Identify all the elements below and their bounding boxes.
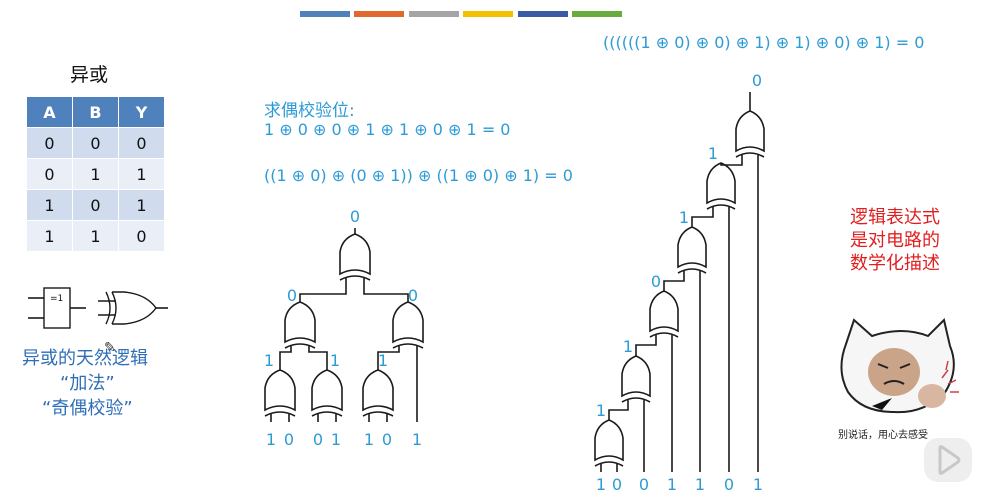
parity-expression-tree: ((1 ⊕ 0) ⊕ (0 ⊕ 1)) ⊕ ((1 ⊕ 0) ⊕ 1) = 0 xyxy=(264,166,573,185)
xor-gate xyxy=(594,419,624,467)
xor-gate xyxy=(735,110,765,158)
table-header: B xyxy=(72,96,119,128)
signal-label: 1 xyxy=(412,430,422,449)
ieee-xor-symbol: =1 xyxy=(28,287,86,329)
wire xyxy=(377,346,400,370)
parity-expression-flat: 1 ⊕ 0 ⊕ 0 ⊕ 1 ⊕ 1 ⊕ 0 ⊕ 1 = 0 xyxy=(264,120,511,139)
signal-label: 1 xyxy=(679,208,689,227)
xor-gate xyxy=(339,233,371,281)
xor-title: 异或 xyxy=(70,64,109,86)
wire xyxy=(635,335,657,356)
ansi-xor-symbol xyxy=(98,291,168,325)
table-header: A xyxy=(26,96,73,128)
note-line-2: 是对电路的 xyxy=(850,230,940,251)
table-cell: 1 xyxy=(72,220,119,252)
caption-line-2: “加法” xyxy=(60,373,115,394)
color-segment xyxy=(463,11,513,17)
color-segment xyxy=(300,11,350,17)
ieee-symbol-label: =1 xyxy=(50,294,63,304)
xor-gate xyxy=(362,369,394,417)
parity-expression-chain: ((((((1 ⊕ 0) ⊕ 0) ⊕ 1) ⊕ 1) ⊕ 0) ⊕ 1) = … xyxy=(603,33,925,52)
table-cell: 0 xyxy=(118,220,165,252)
xor-caption: 异或的天然逻辑 “加法” “奇偶校验” xyxy=(22,346,202,421)
signal-label: 0 xyxy=(382,430,392,449)
xor-gate xyxy=(649,290,679,338)
signal-label: 0 xyxy=(752,71,762,90)
signal-label: 0 xyxy=(408,286,418,305)
signal-label: 0 xyxy=(639,475,649,494)
signal-label: 1 xyxy=(695,475,705,494)
table-cell: 0 xyxy=(26,158,73,190)
table-row: 0 1 1 xyxy=(26,158,165,190)
table-header: Y xyxy=(118,96,165,128)
signal-label: 1 xyxy=(708,144,718,163)
signal-label: 1 xyxy=(264,351,274,370)
signal-label: 1 xyxy=(266,430,276,449)
table-cell: 1 xyxy=(118,189,165,221)
xor-gate xyxy=(284,301,316,349)
play-icon xyxy=(938,445,961,475)
play-button[interactable] xyxy=(924,438,972,482)
signal-label: 1 xyxy=(331,430,341,449)
table-cell: 1 xyxy=(26,189,73,221)
wire xyxy=(363,278,409,302)
xor-gate-symbols: =1 xyxy=(28,287,168,329)
color-segment xyxy=(572,11,622,17)
wire xyxy=(299,278,347,302)
signal-label: 0 xyxy=(612,475,622,494)
signal-label: 0 xyxy=(313,430,323,449)
table-cell: 0 xyxy=(118,127,165,159)
xor-gate xyxy=(621,355,651,403)
logic-expression-note: 逻辑表达式 是对电路的 数学化描述 xyxy=(840,206,950,275)
color-segment xyxy=(354,11,404,17)
signal-label: 1 xyxy=(596,475,606,494)
parity-heading: 求偶校验位: xyxy=(264,101,355,121)
signal-label: 1 xyxy=(364,430,374,449)
wire xyxy=(308,346,328,370)
xor-gate xyxy=(264,369,296,417)
wire xyxy=(691,207,714,227)
signal-label: 0 xyxy=(724,475,734,494)
caption-line-1: 异或的天然逻辑 xyxy=(22,348,148,369)
wire xyxy=(279,346,292,370)
signal-label: 1 xyxy=(753,475,763,494)
table-cell: 1 xyxy=(26,220,73,252)
signal-label: 1 xyxy=(330,351,340,370)
wire xyxy=(608,400,629,420)
xor-gate xyxy=(392,301,424,349)
note-line-3: 数学化描述 xyxy=(850,253,940,274)
note-line-1: 逻辑表达式 xyxy=(850,207,940,228)
xor-gate xyxy=(311,369,343,417)
signal-label: 0 xyxy=(287,286,297,305)
table-row: 1 1 0 xyxy=(26,220,165,252)
wire xyxy=(720,155,743,166)
table-cell: 1 xyxy=(72,158,119,190)
signal-label: 1 xyxy=(667,475,677,494)
pencil-cursor-icon: ✎ xyxy=(104,340,116,356)
table-cell: 1 xyxy=(118,158,165,190)
wire xyxy=(663,271,685,291)
table-row: 1 0 1 xyxy=(26,189,165,221)
caption-line-3: “奇偶校验” xyxy=(42,398,133,419)
signal-label: 1 xyxy=(378,351,388,370)
table-cell: 0 xyxy=(72,127,119,159)
meme-face-image xyxy=(832,314,972,424)
table-cell: 0 xyxy=(26,127,73,159)
xor-gate xyxy=(677,226,707,274)
xor-truth-table: A B Y 0 0 0 0 1 1 1 0 1 1 1 0 xyxy=(26,96,165,252)
color-segment xyxy=(409,11,459,17)
signal-label: 0 xyxy=(284,430,294,449)
table-row: 0 0 0 xyxy=(26,127,165,159)
table-cell: 0 xyxy=(72,189,119,221)
signal-label: 1 xyxy=(623,337,633,356)
signal-label: 1 xyxy=(596,401,606,420)
signal-label: 0 xyxy=(651,272,661,291)
color-segment xyxy=(518,11,568,17)
signal-label: 0 xyxy=(350,207,360,226)
meme-caption: 别说话，用心去感受 xyxy=(838,430,928,441)
xor-gate xyxy=(706,162,736,210)
